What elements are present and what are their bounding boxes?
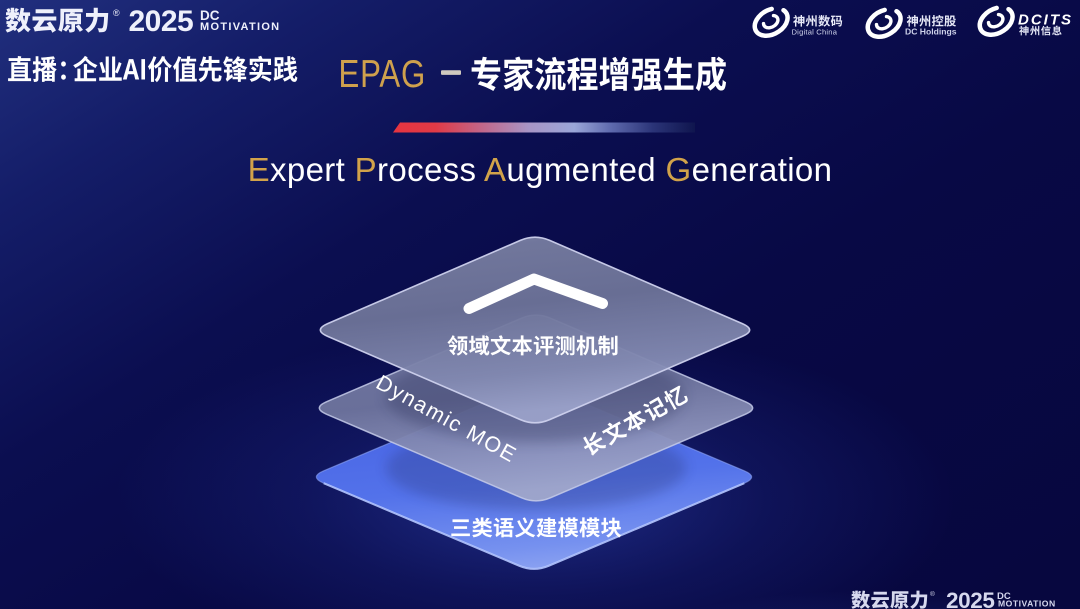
svg-text:EPAG: EPAG bbox=[339, 53, 427, 96]
svg-text:Digital China: Digital China bbox=[792, 28, 838, 37]
svg-text:MOTIVATION: MOTIVATION bbox=[998, 599, 1056, 609]
svg-text:2025: 2025 bbox=[129, 5, 194, 38]
svg-text:Expert Process Augmented Gener: Expert Process Augmented Generation bbox=[248, 151, 833, 188]
svg-text:MOTIVATION: MOTIVATION bbox=[200, 21, 280, 33]
svg-text:DCITS: DCITS bbox=[1018, 12, 1073, 29]
svg-text:2025: 2025 bbox=[946, 588, 994, 609]
svg-text:DC: DC bbox=[997, 591, 1011, 602]
svg-text:DC Holdings: DC Holdings bbox=[905, 27, 957, 37]
svg-text:®: ® bbox=[930, 590, 935, 598]
svg-text:®: ® bbox=[113, 8, 120, 18]
svg-text:DC: DC bbox=[200, 8, 220, 23]
